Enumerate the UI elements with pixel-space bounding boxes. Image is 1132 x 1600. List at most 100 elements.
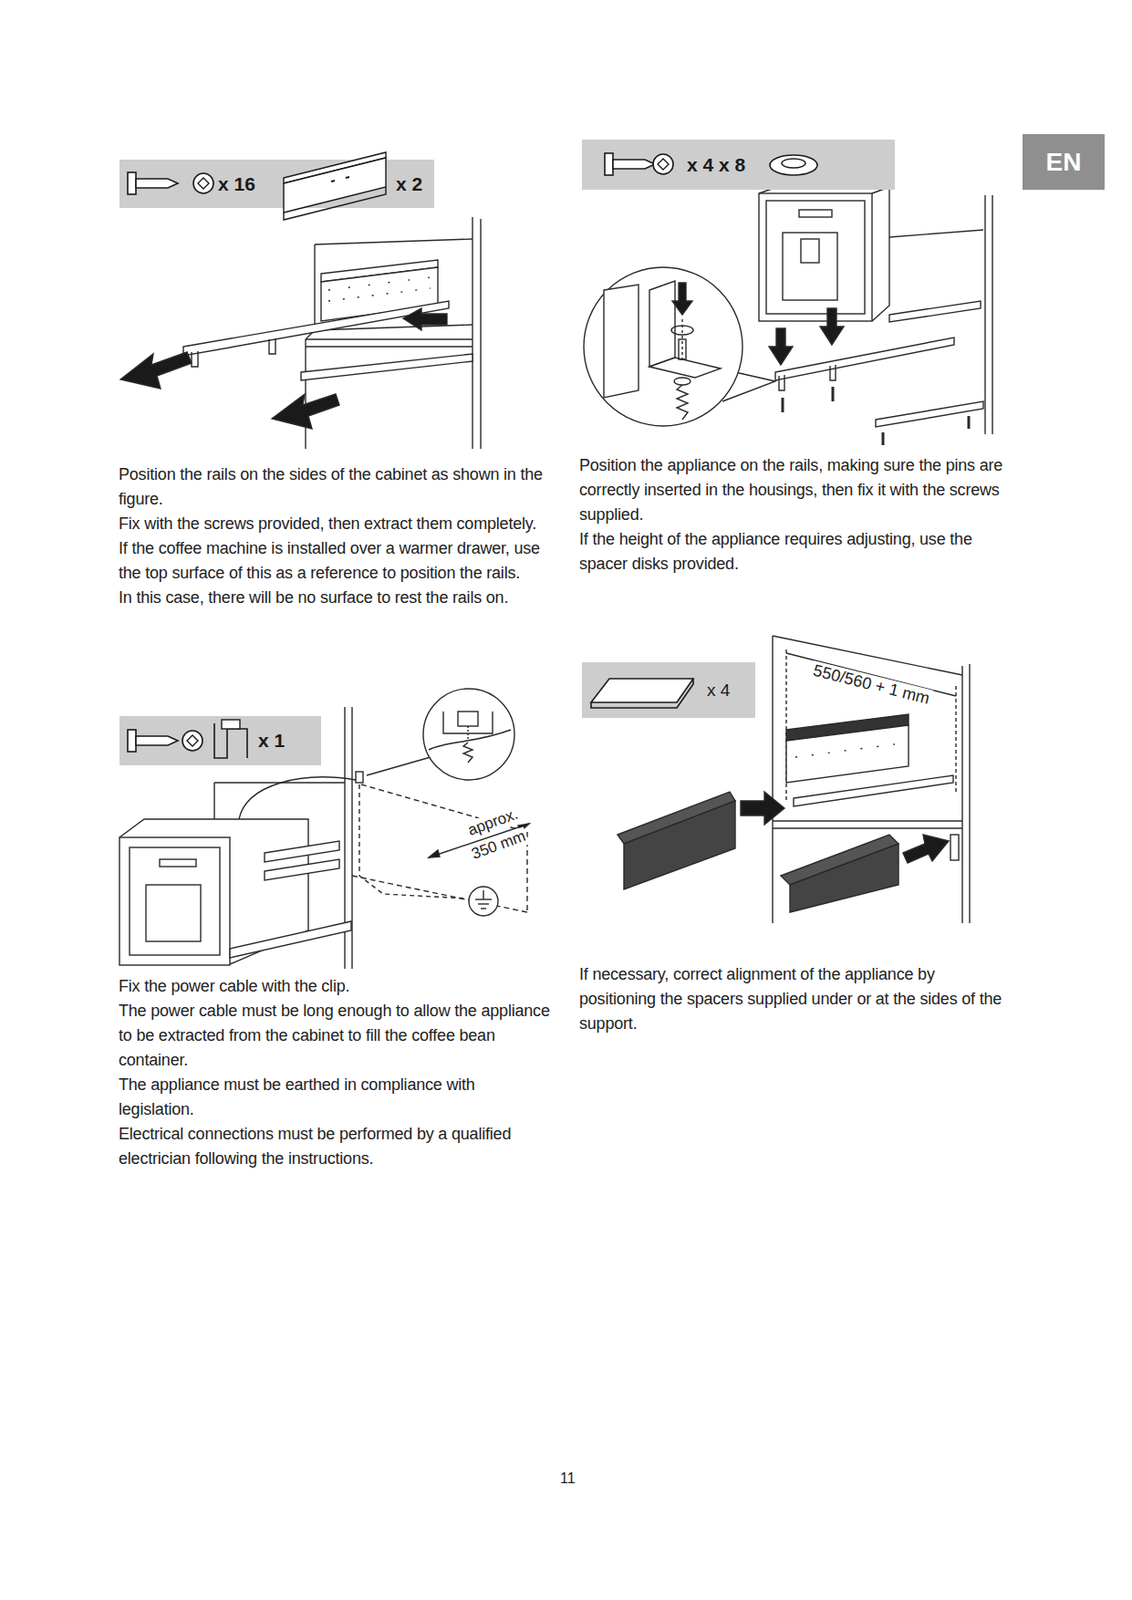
cable-figure-part (229, 921, 352, 958)
rail-figure-part (305, 338, 473, 340)
cable-figure (119, 688, 530, 969)
appliance-figure-part (967, 415, 971, 429)
spacer-figure-part (789, 843, 899, 913)
cable-figure-part (366, 757, 431, 776)
instruction-text: In this case, there will be no surface t… (118, 585, 555, 611)
rail-figure-part (403, 308, 447, 331)
cable-figure-part (482, 890, 484, 900)
instruction-text: Fix with the screws provided, then extra… (118, 511, 555, 537)
appliance-figure (583, 186, 993, 446)
icon-stroke (781, 158, 806, 168)
rail-figure-part (305, 345, 473, 347)
rail-figure-part (479, 218, 481, 449)
appliance-figure-part (768, 328, 793, 365)
icon-stroke (221, 719, 240, 729)
icon-stroke (197, 177, 209, 189)
cable-figure-part (145, 884, 201, 942)
icon-stroke (135, 178, 178, 188)
cable-figure-part (159, 859, 197, 867)
appliance-figure-part (889, 301, 981, 322)
parts-banner: x 1 (119, 716, 322, 766)
parts-banner: x 16 x 2 (119, 159, 435, 208)
appliance-figure-part (830, 364, 836, 381)
spacer-figure-part (961, 665, 963, 924)
icon-stroke (331, 176, 350, 182)
rail-figure-part (183, 301, 449, 356)
page-number: 11 (558, 1470, 578, 1487)
appliance-figure-part (672, 282, 693, 315)
dimension-label: 550/560 + 1 mm (809, 660, 934, 709)
appliance-figure-part (882, 432, 885, 446)
language-code: EN (1022, 134, 1105, 190)
cable-figure-part (213, 782, 215, 820)
rail-figure-part (271, 394, 340, 429)
icon-stroke (591, 678, 694, 708)
appliance-figure-part (671, 325, 694, 335)
part-icon (119, 716, 322, 766)
rail-figure-part (313, 244, 315, 331)
cable-figure-part (129, 847, 220, 956)
cable-figure-part (423, 688, 515, 780)
icon-stroke (193, 173, 214, 194)
icon-stroke (653, 154, 674, 175)
rail-figure-part (314, 238, 473, 245)
text-column: Fix the power cable with the clip.The po… (118, 974, 555, 1172)
instruction-text: Fix the power cable with the clip. (118, 974, 555, 999)
rail-figure-part (191, 351, 198, 367)
cable-figure-part (359, 784, 468, 899)
spacer-figure-part (772, 827, 963, 829)
appliance-figure-part (678, 339, 686, 360)
rail-figure-part (301, 353, 473, 381)
appliance-figure-part (800, 238, 820, 263)
part-icon (127, 719, 248, 759)
appliance-figure-part (778, 374, 785, 391)
icon-stroke (283, 186, 386, 220)
icon-stroke (769, 155, 818, 176)
spacer-figure-part (793, 775, 954, 807)
spacer-figure-part (786, 725, 909, 783)
cable-figure-part (475, 898, 492, 900)
instruction-text: If necessary, correct alignment of the a… (579, 962, 1016, 1037)
rail-figure-part (269, 338, 276, 354)
rail-figure-part (328, 288, 431, 302)
icon-stroke (591, 678, 694, 703)
appliance-figure-part (603, 284, 639, 398)
appliance-figure-part (831, 386, 835, 402)
spacer-figure-part (772, 635, 963, 676)
appliance-figure-part (775, 337, 955, 381)
instruction-text: If the height of the appliance requires … (579, 527, 1016, 577)
quantity-label: x 2 (395, 159, 423, 208)
appliance-figure-part (781, 397, 785, 413)
appliance-figure-part (674, 377, 691, 385)
language-tab: EN (1022, 134, 1105, 190)
appliance-figure-part (758, 193, 873, 322)
instruction-text: Position the rails on the sides of the c… (118, 462, 555, 512)
cable-figure-part (477, 903, 489, 904)
appliance-figure-part (991, 195, 993, 435)
spacer-figure-part (795, 743, 902, 758)
quantity-label: x 4 x 8 (686, 139, 746, 190)
icon-stroke (127, 729, 136, 752)
appliance-figure-part (799, 209, 832, 218)
rail-figure-part (120, 352, 192, 389)
cable-figure-part (355, 771, 364, 783)
cable-figure-part (468, 886, 499, 916)
icon-stroke (657, 158, 669, 170)
quantity-label: x 16 (218, 159, 256, 208)
instruction-text: Position the appliance on the rails, mak… (579, 453, 1016, 528)
appliance-figure-part (889, 229, 984, 238)
cable-figure-part (238, 777, 356, 820)
rail-figure-part (471, 217, 473, 449)
text-column: Position the appliance on the rails, mak… (579, 453, 1016, 577)
cable-figure-part (463, 742, 473, 763)
text-column: Position the rails on the sides of the c… (118, 462, 555, 611)
rail-figure (120, 217, 481, 449)
appliance-figure-part (766, 200, 865, 314)
spacer-figure-part (903, 834, 949, 863)
spacer-figure-part (772, 820, 963, 821)
part-icon (127, 152, 386, 220)
cable-figure-part (352, 875, 528, 913)
icon-stroke (283, 157, 386, 213)
